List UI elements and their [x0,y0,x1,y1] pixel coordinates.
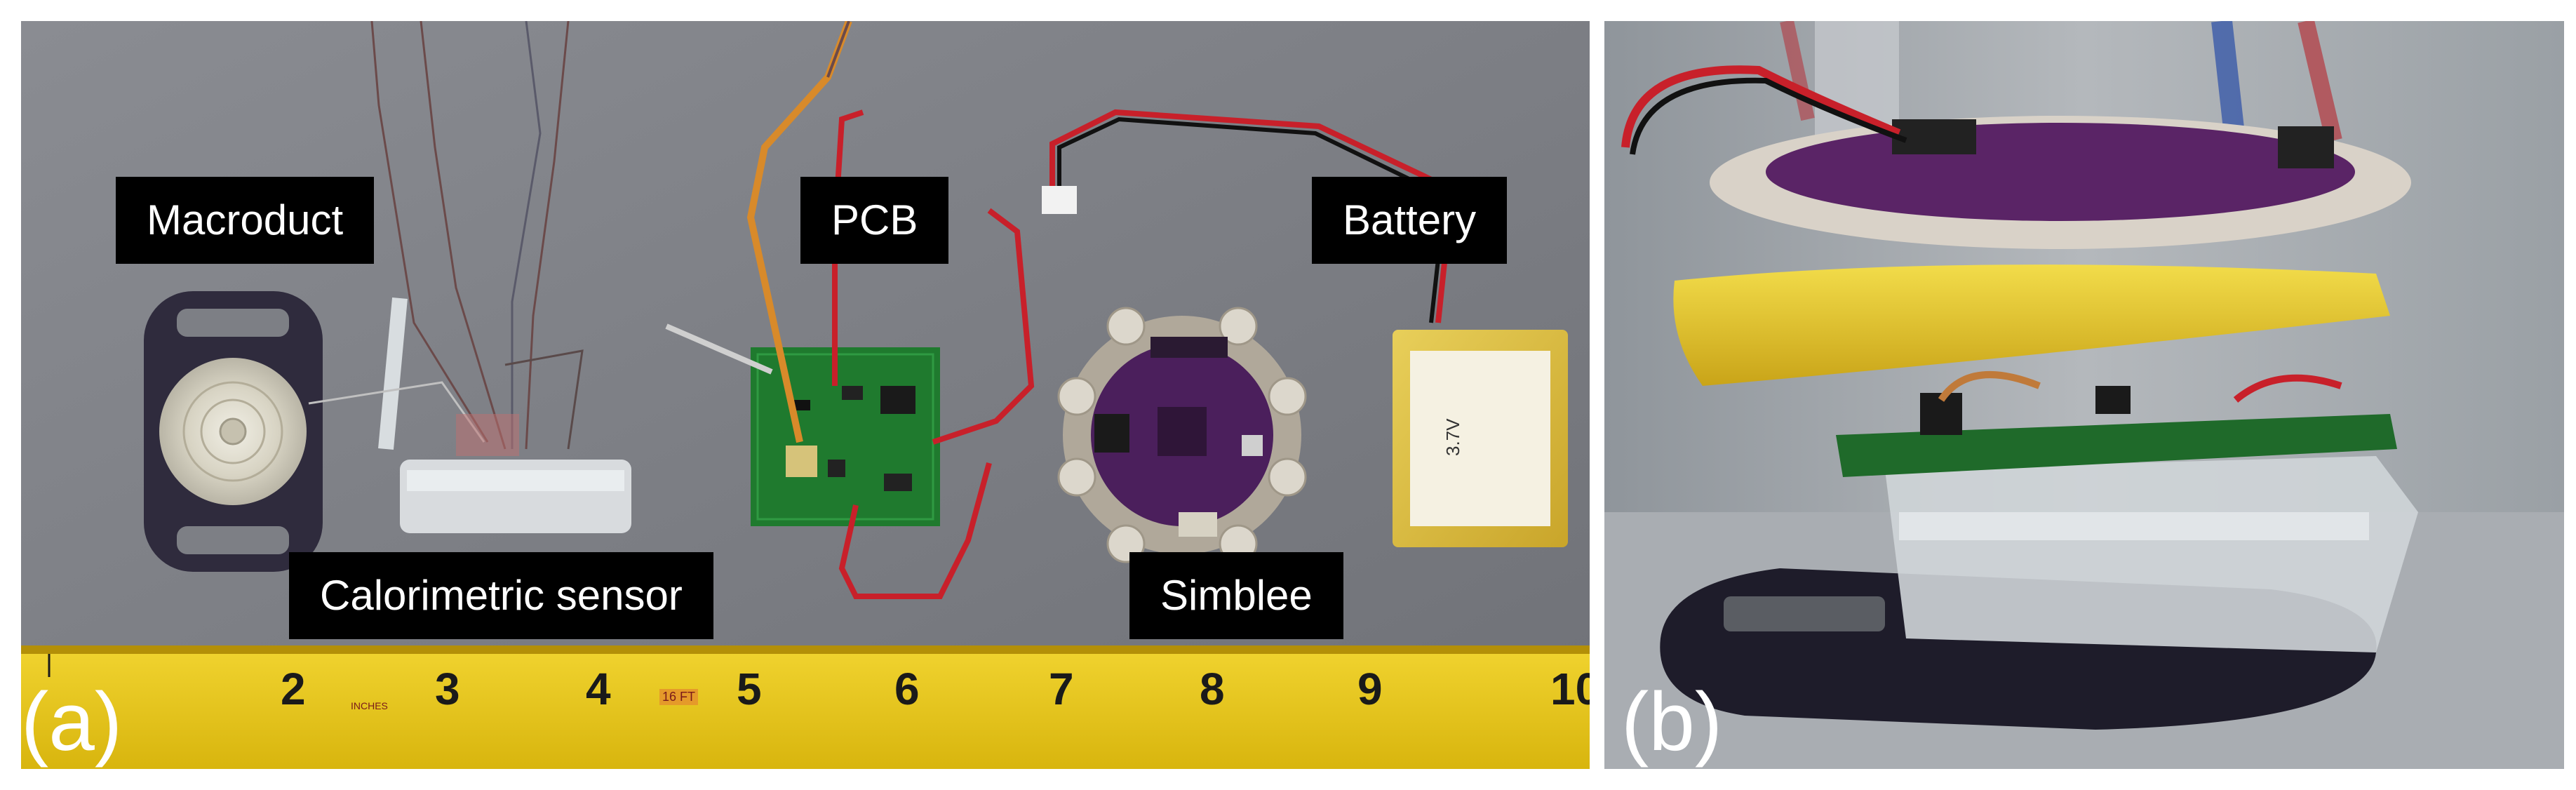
stack-simblee [1621,65,2411,249]
panel-a-scene: 3.7V [21,21,1590,769]
stack-pcb [1836,371,2397,477]
panel-b-letter: (b) [1621,676,1723,768]
tape-measure [21,645,1590,769]
tape-number-2: 2 [281,664,306,714]
panel-a-letter: (a) [21,676,123,768]
macroduct-device [144,291,323,572]
panel-b-photo: (b) [1604,21,2564,769]
battery-device: 3.7V [1042,109,1568,547]
tape-number-10: 10 [1550,664,1590,714]
panel-b-scene [1604,21,2564,769]
stack-sensor-block [1885,456,2418,652]
tape-number-8: 8 [1200,664,1225,714]
tape-inches-label: INCHES [351,700,388,711]
simblee-device [1057,307,1307,563]
label-calorimetric-sensor: Calorimetric sensor [289,552,713,639]
battery-print: 3.7V [1442,418,1463,456]
tape-number-3: 3 [435,664,460,714]
tape-number-5: 5 [737,664,762,714]
calorimetric-sensor-device [308,21,631,533]
label-macroduct: Macroduct [116,177,375,264]
label-simblee: Simblee [1129,552,1343,639]
tape-number-9: 9 [1357,664,1383,714]
tape-number-7: 7 [1049,664,1074,714]
tape-ft-marker: 16 FT [659,689,699,705]
pcb-device [665,21,1035,599]
stack-battery [1673,265,2390,386]
tape-number-6: 6 [894,664,920,714]
panel-a-photo: 3.7V 2 3 4 5 6 7 8 9 10 INCHES 16 FT Mac… [21,21,1590,769]
label-battery: Battery [1312,177,1508,264]
label-pcb: PCB [800,177,949,264]
tape-number-4: 4 [586,664,611,714]
